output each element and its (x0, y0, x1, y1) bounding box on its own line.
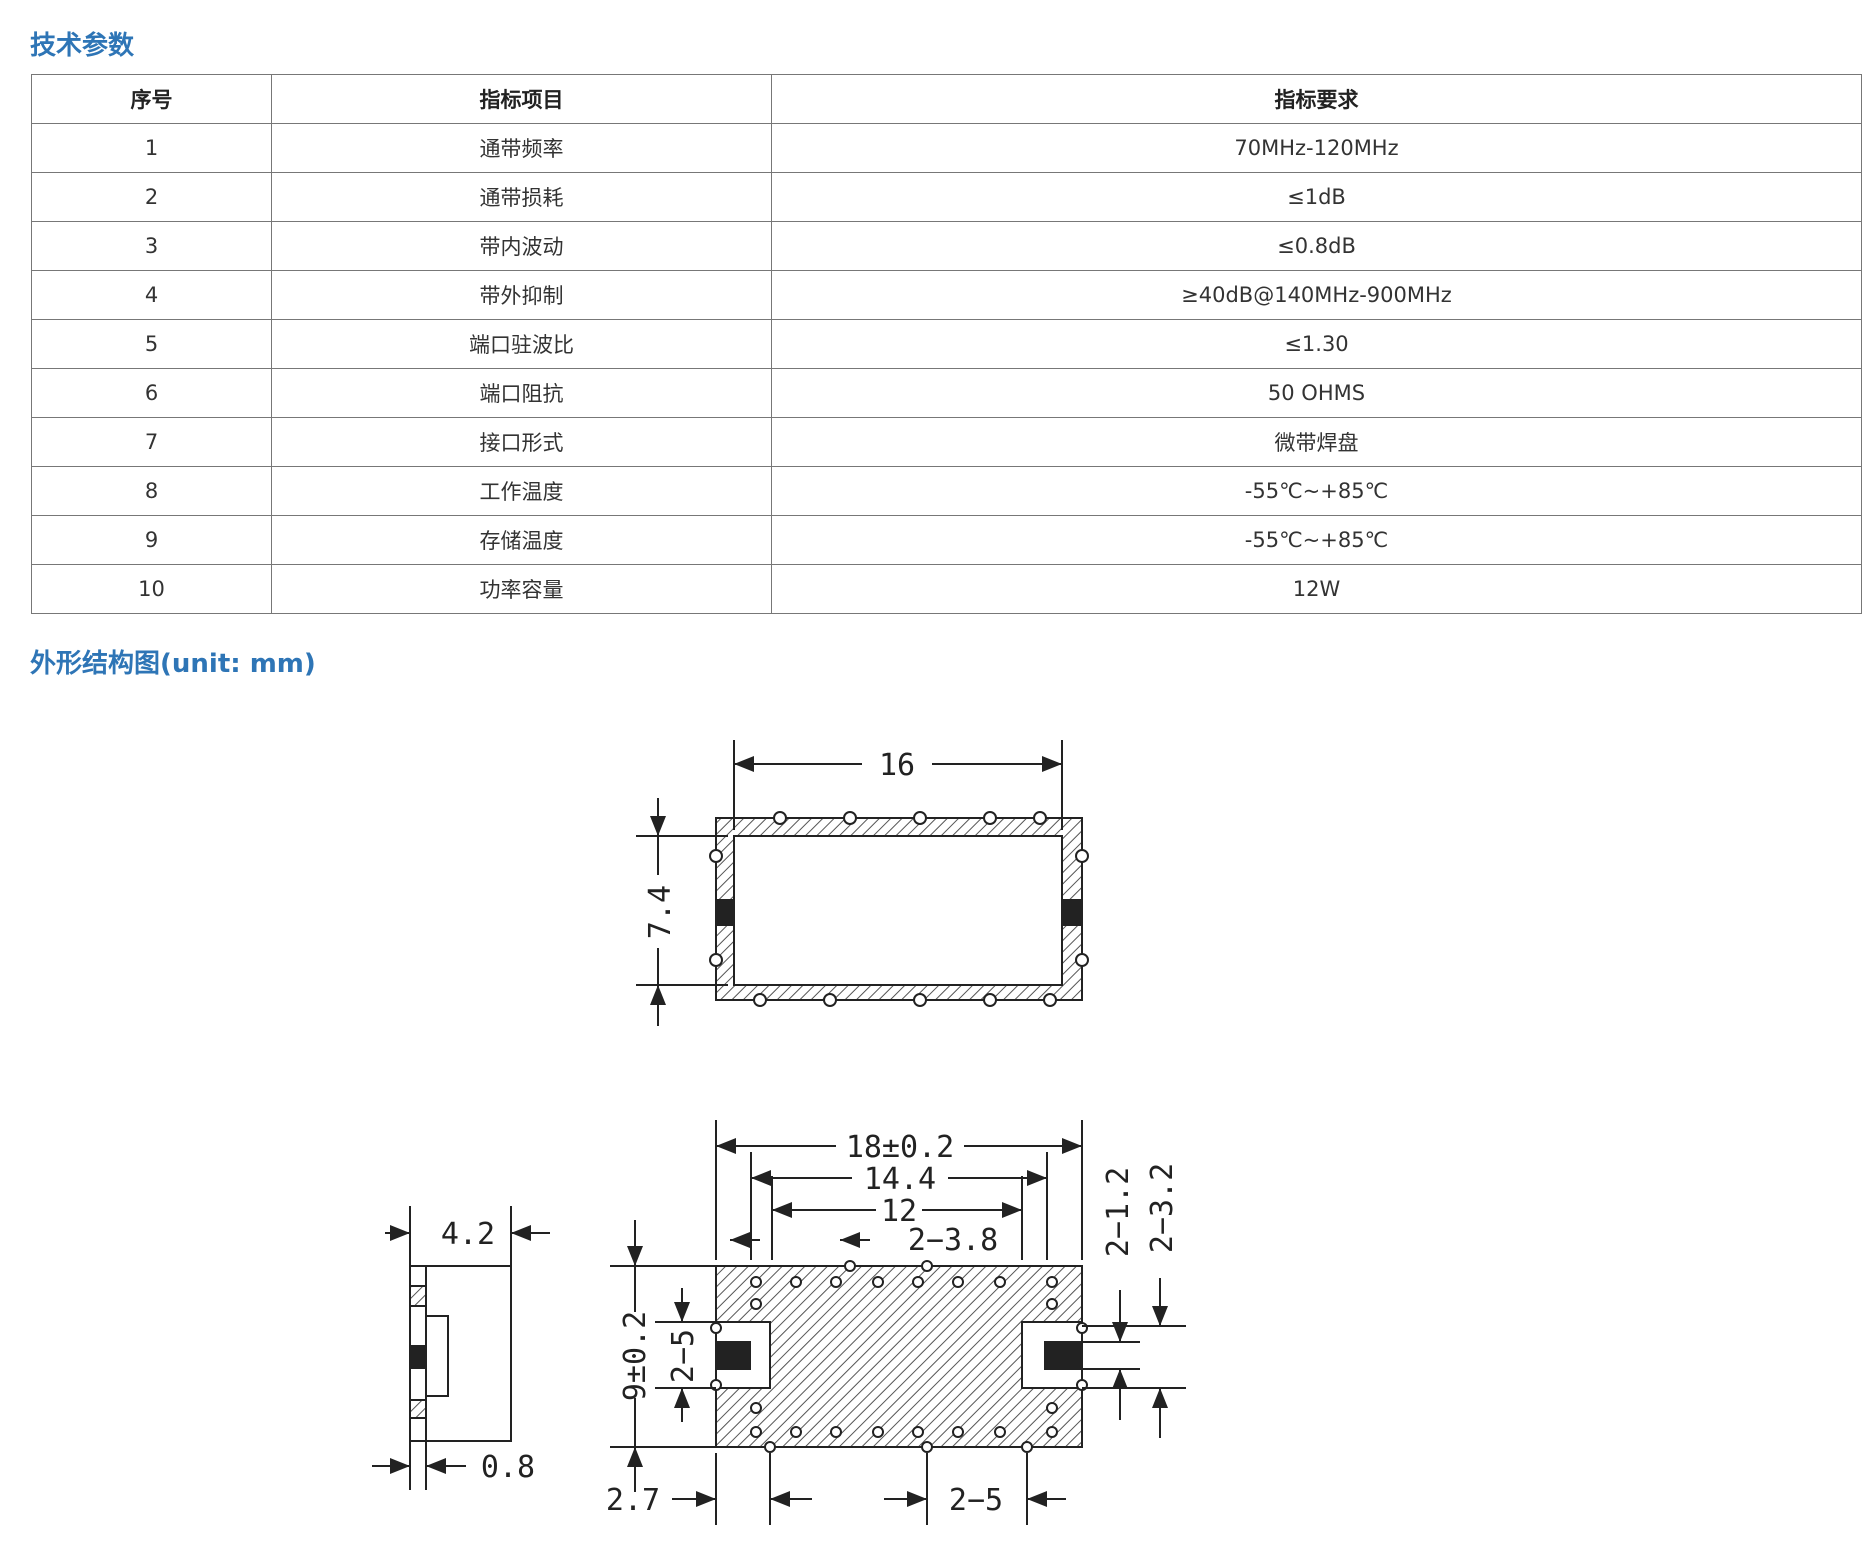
top-view (636, 740, 1089, 1026)
cell-index: 9 (31, 515, 272, 565)
dim-height: 9±0.2 (618, 1311, 653, 1401)
cell-index: 10 (31, 564, 272, 614)
cell-requirement: ≤0.8dB (771, 221, 1862, 271)
dim-inner-span: 12 (881, 1194, 917, 1229)
dim-edge-offset: 2.7 (606, 1483, 660, 1518)
section-title-outline-drawing: 外形结构图(unit: mm) (30, 649, 316, 679)
dim-top-width: 16 (879, 748, 915, 783)
cell-item: 端口阻抗 (271, 368, 772, 418)
cell-item: 通带损耗 (271, 172, 772, 222)
dim-overall-width: 18±0.2 (846, 1130, 954, 1165)
dim-hole: 2−3.8 (908, 1223, 998, 1258)
side-view-pad-mid (409, 1345, 427, 1369)
dim-pad-span: 14.4 (864, 1162, 936, 1197)
bottom-view-edge-notches (710, 1260, 1088, 1453)
cell-item: 工作温度 (271, 466, 772, 516)
bottom-view (610, 1120, 1186, 1525)
top-view-pad-left (715, 899, 735, 926)
cell-index: 1 (31, 123, 272, 173)
cell-item: 带内波动 (271, 221, 772, 271)
cell-item: 接口形式 (271, 417, 772, 467)
side-view (372, 1206, 550, 1490)
top-view-pad-right (1061, 899, 1083, 926)
cell-requirement: ≤1.30 (771, 319, 1862, 369)
cell-index: 3 (31, 221, 272, 271)
cell-item: 通带频率 (271, 123, 772, 173)
dim-pad-height: 2−5 (666, 1329, 701, 1383)
dim-bottom-gap: 2−5 (949, 1483, 1003, 1518)
cell-requirement: -55℃~+85℃ (771, 466, 1862, 516)
cell-index: 7 (31, 417, 272, 467)
column-header-requirement: 指标要求 (771, 74, 1862, 124)
dim-side-thickness: 4.2 (441, 1217, 495, 1252)
section-title-specs: 技术参数 (30, 31, 135, 61)
dim-pad-width-1: 2−1.2 (1101, 1167, 1136, 1257)
cell-item: 端口驻波比 (271, 319, 772, 369)
bottom-view-pad-left (715, 1341, 751, 1370)
cell-requirement: ≥40dB@140MHz-900MHz (771, 270, 1862, 320)
bottom-view-pad-right (1044, 1341, 1083, 1370)
top-view-notches (709, 811, 1089, 1007)
cell-item: 带外抑制 (271, 270, 772, 320)
top-view-frame (715, 817, 1083, 1001)
side-view-lid (425, 1315, 449, 1397)
cell-index: 2 (31, 172, 272, 222)
column-header-index: 序号 (31, 74, 272, 124)
bottom-view-holes (750, 1276, 1058, 1438)
dim-pad-width-2: 2−3.2 (1145, 1163, 1180, 1253)
dim-top-height: 7.4 (643, 885, 678, 939)
dim-side-pad: 0.8 (481, 1450, 535, 1485)
cell-index: 8 (31, 466, 272, 516)
cell-requirement: 12W (771, 564, 1862, 614)
side-view-pad-bottom (409, 1399, 427, 1419)
cell-item: 功率容量 (271, 564, 772, 614)
side-view-pad-top (409, 1285, 427, 1307)
